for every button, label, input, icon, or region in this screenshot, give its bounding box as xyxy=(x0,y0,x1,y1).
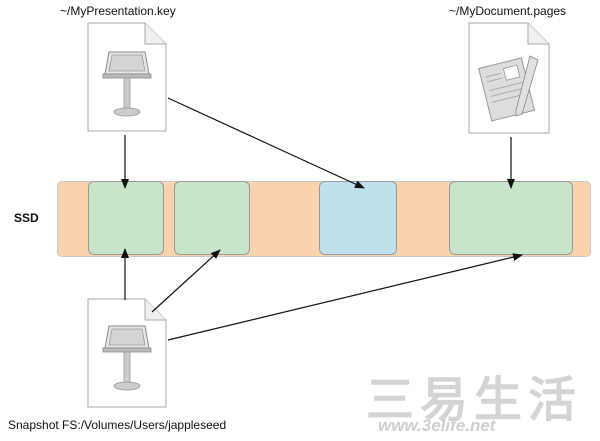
keynote-podium-icon xyxy=(102,51,152,117)
watermark-url: www.3elife.net xyxy=(378,416,496,435)
arrow-snap-to-block2 xyxy=(151,249,221,313)
pages-file-label: ~/MyDocument.pages xyxy=(449,4,567,18)
keynote-podium-icon xyxy=(102,325,152,391)
keynote-file-label: ~/MyPresentation.key xyxy=(60,4,176,18)
ssd-block-pages-shared xyxy=(449,181,573,255)
arrow-key-to-block3 xyxy=(167,97,365,189)
snapshot-label: Snapshot FS:/Volumes/Users/jappleseed xyxy=(8,418,227,432)
snapshot-document-icon xyxy=(87,298,167,413)
watermark-chinese-text: 三易生活 xyxy=(366,374,583,427)
pages-document-icon xyxy=(468,22,550,139)
keynote-document-icon xyxy=(87,22,167,137)
site-watermark: 三易生活 www.3elife.net xyxy=(360,360,598,440)
ssd-block-keynote-shared xyxy=(88,181,164,255)
arrow-snap-to-block4 xyxy=(167,253,523,341)
ssd-label: SSD xyxy=(14,211,39,225)
ssd-block-snapshot-only xyxy=(174,181,250,255)
